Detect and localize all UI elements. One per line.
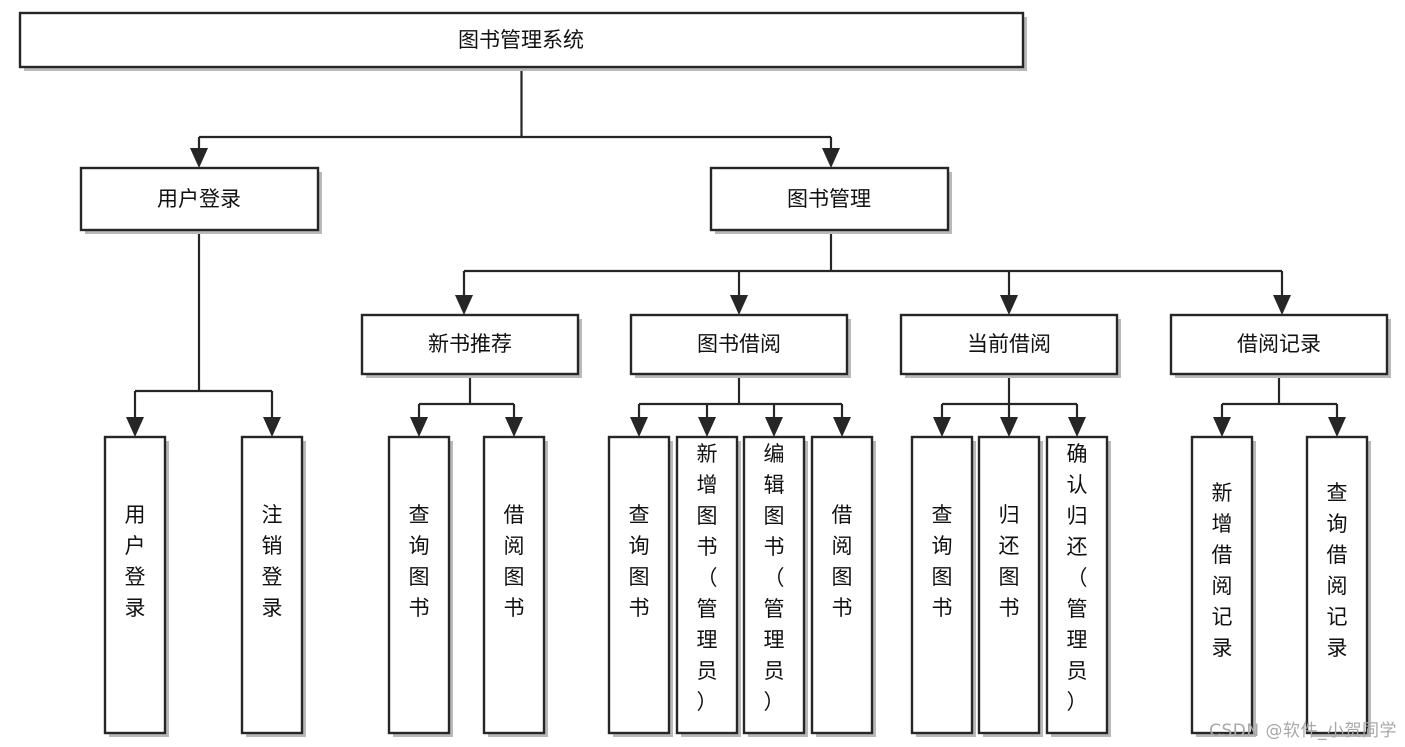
arrow-head-borrowrecord-leaf-2 xyxy=(1328,417,1346,437)
arrow-head-leaf-user-login xyxy=(126,417,144,437)
arrow-head-user-login xyxy=(190,148,208,168)
new-book-recommend-box xyxy=(360,313,580,376)
arrow-head-newbook-leaf-2 xyxy=(505,417,523,437)
node-root[interactable]: 图书管理系统 xyxy=(18,11,1027,71)
arrow-head-book-mgmt xyxy=(822,148,840,168)
arrow-head-bookborrow-leaf-4 xyxy=(833,417,851,437)
node-current-borrow[interactable]: 当前借阅 xyxy=(899,313,1121,378)
book-management-box xyxy=(709,166,950,232)
leaf-label: 查询图书 xyxy=(409,503,430,620)
leaf-label: 归还图书 xyxy=(999,503,1020,620)
leaf-label: 借阅图书 xyxy=(504,503,525,620)
leaf-label: 查询借阅记录 xyxy=(1327,481,1348,660)
arrow-head-leaf-logout xyxy=(263,417,281,437)
borrow-record-label: 借阅记录 xyxy=(1237,332,1321,356)
user-login-label: 用户登录 xyxy=(157,187,241,211)
leaf-node-bookborrow-borrow[interactable]: 借阅图书 xyxy=(810,435,876,737)
leaf-label: 新增图书（管理员） xyxy=(697,442,718,714)
root-box xyxy=(18,11,1025,69)
leaf-box xyxy=(810,435,874,735)
current-borrow-box xyxy=(899,313,1119,376)
leaf-node-currentborrow-query[interactable]: 查询图书 xyxy=(910,435,976,737)
node-book-borrow[interactable]: 图书借阅 xyxy=(629,313,851,378)
current-borrow-label: 当前借阅 xyxy=(967,332,1051,356)
leaf-node-currentborrow-confirm[interactable]: 确认归还（管理员） xyxy=(1045,435,1111,737)
edge-layer xyxy=(126,70,1346,437)
arrow-head-borrow-record xyxy=(1273,295,1291,315)
leaf-box xyxy=(675,435,739,735)
arrow-head-currentborrow-leaf-1 xyxy=(933,417,951,437)
leaf-label: 确认归还（管理员） xyxy=(1067,442,1088,714)
arrow-head-newbook-leaf-1 xyxy=(410,417,428,437)
leaf-box xyxy=(387,435,451,735)
node-book-management[interactable]: 图书管理 xyxy=(709,166,952,234)
csdn-watermark: CSDN @软件_小贺同学 xyxy=(1209,721,1397,741)
borrow-record-box xyxy=(1169,313,1389,376)
leaf-label: 新增借阅记录 xyxy=(1212,481,1233,660)
leaf-label: 借阅图书 xyxy=(832,503,853,620)
leaf-node-user-login-logout[interactable]: 注销登录 xyxy=(240,435,306,737)
new-book-recommend-label: 新书推荐 xyxy=(428,332,512,356)
leaf-box xyxy=(910,435,974,735)
book-management-label: 图书管理 xyxy=(787,187,871,211)
user-login-box xyxy=(79,166,320,232)
arrow-head-bookborrow-leaf-3 xyxy=(765,417,783,437)
arrow-head-currentborrow-leaf-2 xyxy=(1000,417,1018,437)
leaf-box xyxy=(607,435,671,735)
leaf-box xyxy=(977,435,1041,735)
leaf-node-newbook-borrow[interactable]: 借阅图书 xyxy=(482,435,548,737)
arrow-head-new-book-rec xyxy=(455,295,473,315)
leaf-node-bookborrow-add[interactable]: 新增图书（管理员） xyxy=(675,435,741,737)
leaf-box xyxy=(240,435,304,735)
arrow-head-current-borrow xyxy=(1000,295,1018,315)
leaf-node-bookborrow-query[interactable]: 查询图书 xyxy=(607,435,673,737)
node-new-book-recommend[interactable]: 新书推荐 xyxy=(360,313,582,378)
book-borrow-label: 图书借阅 xyxy=(697,332,781,356)
leaf-box xyxy=(1045,435,1109,735)
leaf-box xyxy=(482,435,546,735)
leaf-label: 注销登录 xyxy=(262,503,283,620)
arrow-head-currentborrow-leaf-3 xyxy=(1068,417,1086,437)
leaf-box xyxy=(742,435,806,735)
leaf-label: 编辑图书（管理员） xyxy=(764,442,785,714)
book-borrow-box xyxy=(629,313,849,376)
leaf-node-bookborrow-edit[interactable]: 编辑图书（管理员） xyxy=(742,435,808,737)
leaf-node-borrowrecord-query[interactable]: 查询借阅记录 xyxy=(1305,435,1371,737)
leaf-label: 查询图书 xyxy=(932,503,953,620)
node-borrow-record[interactable]: 借阅记录 xyxy=(1169,313,1391,378)
leaf-box xyxy=(1305,435,1369,735)
leaf-node-currentborrow-return[interactable]: 归还图书 xyxy=(977,435,1043,737)
leaf-box xyxy=(1190,435,1254,735)
root-label: 图书管理系统 xyxy=(458,28,584,52)
leaf-box xyxy=(103,435,167,735)
leaf-node-newbook-query[interactable]: 查询图书 xyxy=(387,435,453,737)
arrow-head-bookborrow-leaf-1 xyxy=(630,417,648,437)
node-user-login[interactable]: 用户登录 xyxy=(79,166,322,234)
arrow-head-borrowrecord-leaf-1 xyxy=(1213,417,1231,437)
leaf-label: 用户登录 xyxy=(125,503,146,620)
leaf-node-user-login-login[interactable]: 用户登录 xyxy=(103,435,169,737)
leaf-node-borrowrecord-add[interactable]: 新增借阅记录 xyxy=(1190,435,1256,737)
leaf-label: 查询图书 xyxy=(629,503,650,620)
arrow-head-book-borrow xyxy=(730,295,748,315)
arrow-head-bookborrow-leaf-2 xyxy=(698,417,716,437)
